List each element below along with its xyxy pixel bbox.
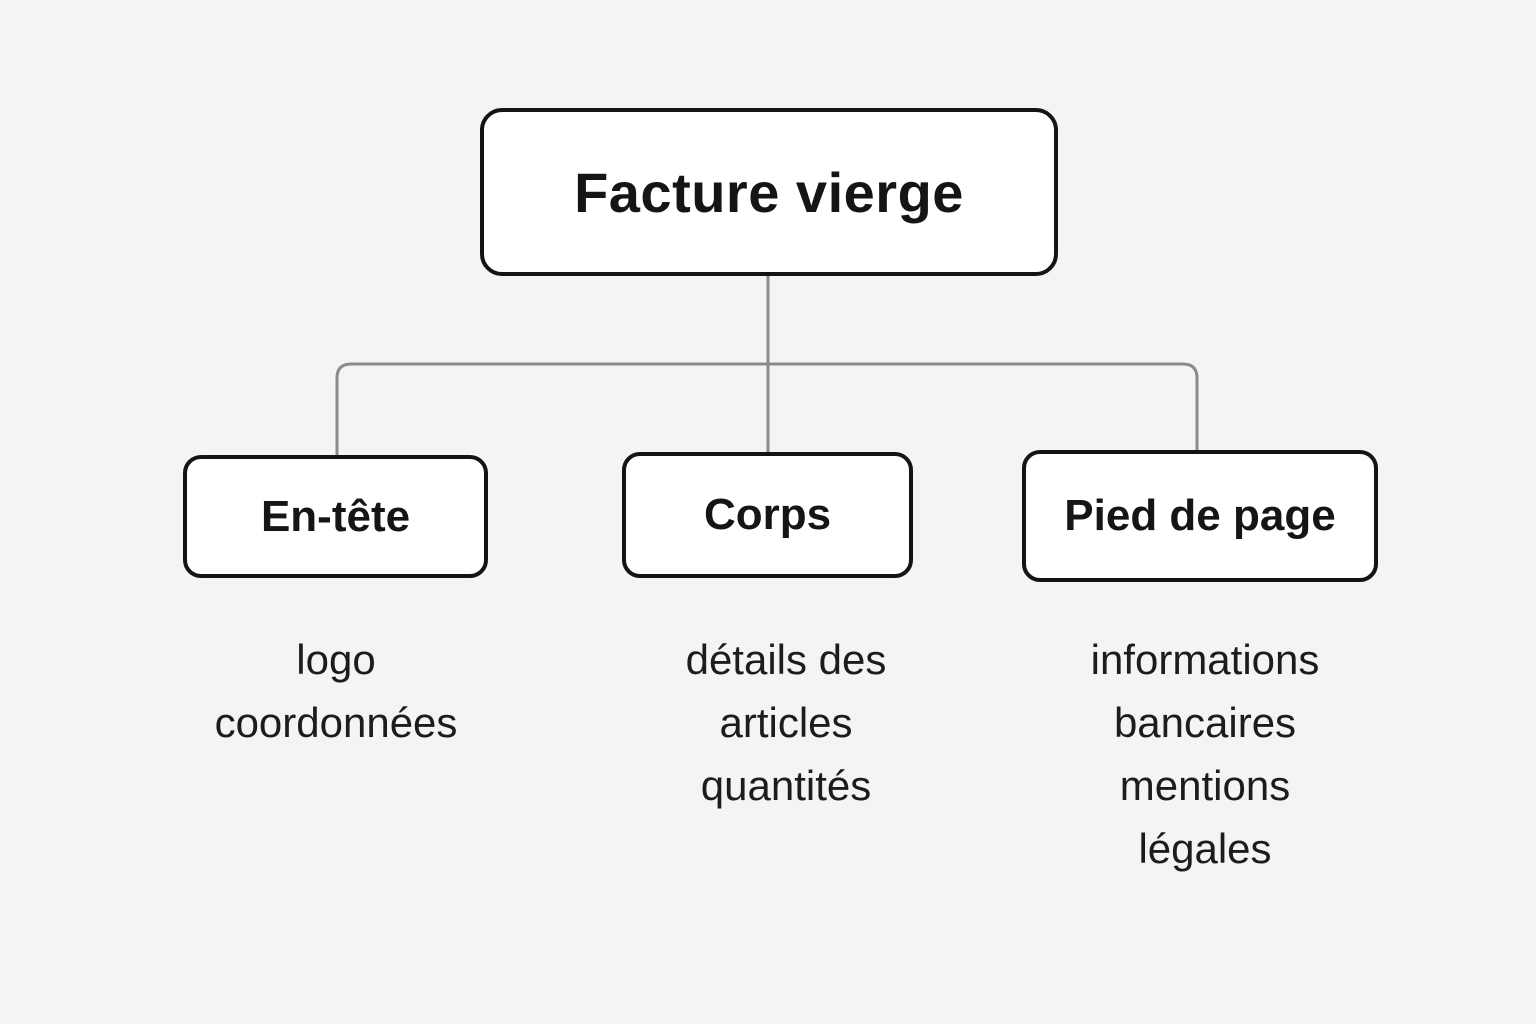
detail-line: légales	[1138, 825, 1272, 872]
node-facture-vierge-label: Facture vierge	[574, 160, 964, 224]
node-facture-vierge: Facture vierge	[480, 108, 1058, 276]
detail-line: détails des	[685, 636, 887, 683]
node-en-tete-label: En-tête	[260, 491, 411, 541]
detail-line: coordonnées	[214, 699, 458, 746]
detail-line: quantités	[700, 762, 872, 809]
detail-line: logo	[296, 636, 376, 683]
detail-line: informations	[1090, 636, 1320, 683]
details-pied-de-page: informations bancaires mentions légales	[1000, 628, 1410, 880]
node-en-tete: En-tête	[183, 455, 488, 578]
node-corps: Corps	[622, 452, 913, 578]
detail-line: articles	[719, 699, 853, 746]
connector-rail	[335, 362, 1199, 455]
details-en-tete: logo coordonnées	[136, 628, 536, 754]
detail-line: mentions	[1119, 762, 1291, 809]
node-corps-label: Corps	[703, 490, 832, 539]
detail-line: bancaires	[1113, 699, 1297, 746]
node-pied-de-page: Pied de page	[1022, 450, 1378, 582]
details-corps: détails des articles quantités	[586, 628, 986, 817]
node-pied-de-page-label: Pied de page	[1064, 491, 1336, 540]
